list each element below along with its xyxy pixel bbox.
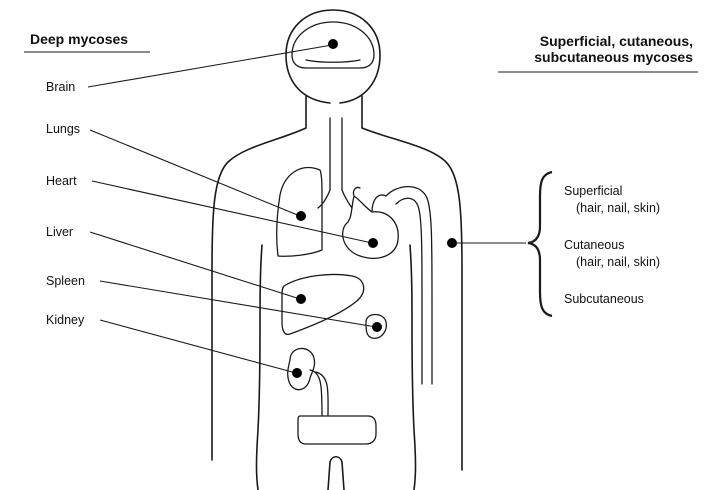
dot-brain [328, 39, 338, 49]
label-lungs: Lungs [46, 122, 80, 136]
dot-heart [368, 238, 378, 248]
leader-kidney [100, 320, 296, 373]
trachea-shape [318, 118, 352, 208]
label-brain: Brain [46, 80, 75, 94]
leader-lungs [90, 130, 300, 216]
label-cutaneous-detail: (hair, nail, skin) [576, 255, 660, 269]
label-heart: Heart [46, 174, 77, 188]
label-cutaneous: Cutaneous [564, 238, 624, 252]
label-liver: Liver [46, 225, 73, 239]
label-spleen: Spleen [46, 274, 85, 288]
body-right-contour [362, 96, 462, 490]
organ-labels: Brain Lungs Heart Liver Spleen Kidney [46, 39, 382, 378]
label-subcutaneous: Subcutaneous [564, 292, 644, 306]
head-outline [286, 10, 380, 103]
label-superficial-detail: (hair, nail, skin) [576, 201, 660, 215]
organs [277, 22, 432, 444]
liver-shape [282, 274, 364, 334]
superficial-mycoses-title-line1: Superficial, cutaneous, [540, 33, 693, 49]
heart-shape [343, 187, 399, 258]
skin-types: Superficial (hair, nail, skin) Cutaneous… [447, 172, 660, 316]
dot-lungs [296, 211, 306, 221]
kidney-shape [288, 348, 315, 389]
leader-spleen [100, 281, 376, 327]
deep-mycoses-header: Deep mycoses [24, 31, 150, 52]
dot-kidney [292, 368, 302, 378]
bladder-shape [298, 416, 376, 444]
superficial-mycoses-header: Superficial, cutaneous, subcutaneous myc… [498, 33, 698, 72]
crotch-outline [328, 457, 344, 490]
body-left-contour [212, 96, 306, 490]
dot-spleen [372, 322, 382, 332]
leader-brain [88, 45, 332, 87]
deep-mycoses-title: Deep mycoses [30, 31, 128, 47]
label-kidney: Kidney [46, 313, 85, 327]
leader-liver [90, 232, 300, 299]
dot-skin [447, 238, 457, 248]
ureter-shape [310, 370, 328, 416]
body-outline [212, 10, 462, 490]
curly-brace [528, 172, 552, 316]
aorta-shape [386, 187, 432, 384]
dot-liver [296, 294, 306, 304]
label-superficial: Superficial [564, 184, 622, 198]
superficial-mycoses-title-line2: subcutaneous mycoses [534, 49, 693, 65]
